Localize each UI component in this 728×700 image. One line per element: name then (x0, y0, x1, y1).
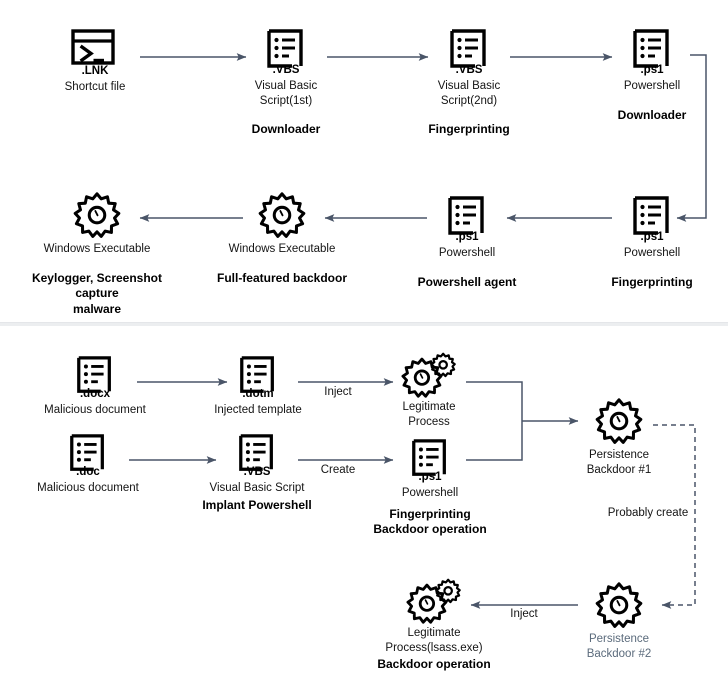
node-subtitle: Fingerprinting Backdoor operation (373, 506, 487, 537)
node-extension: .dotm (242, 388, 274, 400)
node-caption: Powershell (623, 247, 681, 259)
node-subtitle: Downloader (617, 107, 687, 122)
node-ps1-agent: .ps1 Powershell Powershell agent (387, 195, 547, 290)
edge-label-create: Create (320, 464, 356, 476)
script-document-icon (206, 28, 366, 72)
script-document-icon (178, 355, 338, 397)
node-ps1-backdoor-op: .ps1 Powershell Fingerprinting Backdoor … (350, 438, 510, 538)
node-caption: Legitimate Process(lsass.exe) (385, 627, 483, 654)
node-persistence-backdoor-1: Persistence Backdoor #1 (539, 398, 699, 477)
node-caption: Powershell (438, 247, 496, 259)
node-subtitle: Fingerprinting (611, 274, 693, 289)
node-subtitle: Full-featured backdoor (216, 270, 347, 285)
node-caption: Visual Basic Script(1st) (254, 80, 318, 107)
node-extension: .ps1 (640, 231, 664, 243)
edge-probably-create-path (653, 424, 696, 609)
node-lnk-shortcut: .LNK Shortcut file (15, 28, 175, 95)
dual-gear-icon (349, 352, 509, 398)
node-caption: Visual Basic Script(2nd) (437, 80, 501, 107)
script-document-icon (387, 195, 547, 239)
node-doc-malicious: .doc Malicious document (8, 433, 168, 496)
node-subtitle: Downloader (251, 122, 321, 137)
edge-label-inject-top: Inject (324, 386, 352, 398)
gear-icon (539, 582, 699, 630)
node-extension: .VBS (272, 64, 300, 76)
node-caption: Windows Executable (43, 243, 151, 255)
script-document-icon (389, 28, 549, 72)
node-caption: Persistence Backdoor #2 (586, 633, 652, 660)
node-caption: Powershell (401, 487, 459, 499)
node-extension: .ps1 (418, 471, 442, 483)
node-exe-backdoor: Windows Executable Full-featured backdoo… (202, 192, 362, 286)
node-legit-process: Legitimate Process (349, 352, 509, 429)
node-exe-keylogger: Windows Executable Keylogger, Screenshot… (17, 192, 177, 318)
node-caption: Persistence Backdoor #1 (586, 449, 652, 476)
node-persistence-backdoor-2: Persistence Backdoor #2 (539, 582, 699, 661)
node-subtitle: Backdoor operation (377, 657, 491, 672)
script-document-icon (350, 438, 510, 480)
edge-wrap-right (676, 54, 707, 222)
node-caption: Shortcut file (64, 81, 126, 93)
edge-label-probably-create: Probably create (607, 507, 689, 519)
node-caption: Injected template (214, 404, 302, 416)
edge-label-inject-bottom: Inject (510, 608, 538, 620)
dual-gear-icon (354, 578, 514, 624)
node-extension: .VBS (455, 64, 483, 76)
script-document-icon (572, 195, 728, 239)
node-vbs-second: .VBS Visual Basic Script(2nd) Fingerprin… (389, 28, 549, 138)
node-dotm-template: .dotm Injected template (178, 355, 338, 418)
gear-icon (539, 398, 699, 446)
gear-icon (17, 192, 177, 240)
node-subtitle: Implant Powershell (202, 497, 312, 512)
node-extension: .doc (76, 466, 100, 478)
gear-icon (202, 192, 362, 240)
node-subtitle: Fingerprinting (428, 122, 510, 137)
node-subtitle: Keylogger, Screenshot capture malware (31, 270, 163, 316)
node-caption: Visual Basic Script (209, 482, 305, 494)
node-caption: Malicious document (44, 404, 146, 416)
node-vbs-implant: .VBS Visual Basic Script Implant Powersh… (177, 433, 337, 513)
node-legit-process-lsass: Legitimate Process(lsass.exe) Backdoor o… (354, 578, 514, 673)
node-extension: .VBS (243, 466, 271, 478)
script-document-icon (572, 28, 728, 72)
node-docx-malicious: .docx Malicious document (15, 355, 175, 418)
script-document-icon (15, 355, 175, 397)
node-ps1-fingerprint: .ps1 Powershell Fingerprinting (572, 195, 728, 290)
terminal-console-icon (15, 28, 175, 72)
node-caption: Malicious document (37, 482, 139, 494)
node-extension: .ps1 (455, 231, 479, 243)
node-caption: Powershell (623, 80, 681, 92)
node-caption: Windows Executable (228, 243, 336, 255)
node-ps1-downloader: .ps1 Powershell Downloader (572, 28, 728, 123)
node-extension: .LNK (81, 65, 109, 77)
node-subtitle: Powershell agent (417, 274, 517, 289)
node-vbs-first: .VBS Visual Basic Script(1st) Downloader (206, 28, 366, 138)
node-caption: Legitimate Process (402, 401, 456, 428)
node-extension: .ps1 (640, 64, 664, 76)
script-document-icon (177, 433, 337, 475)
node-extension: .docx (79, 388, 111, 400)
section-divider (0, 322, 728, 326)
script-document-icon (8, 433, 168, 475)
